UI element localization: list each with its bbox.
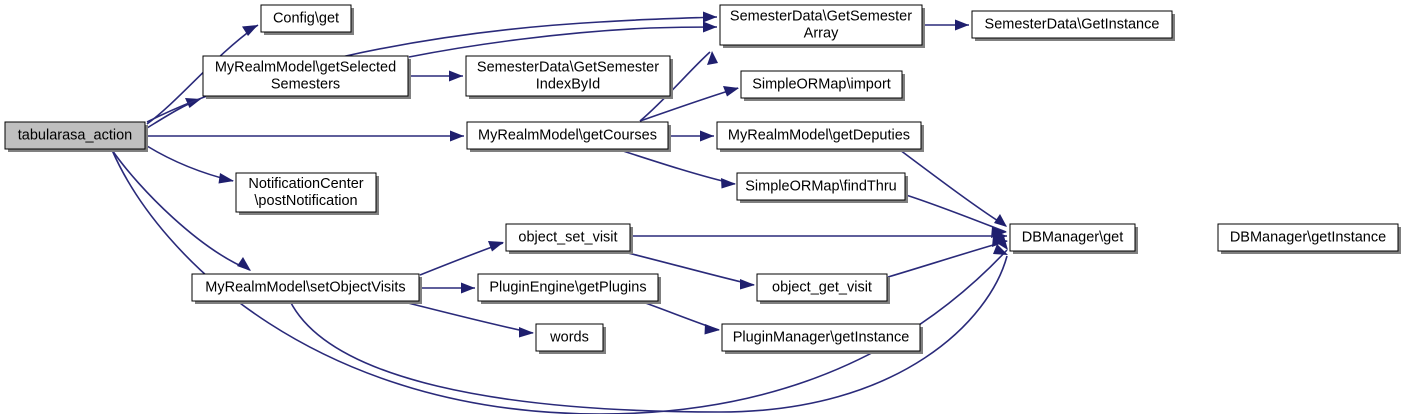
arrowhead-icon: [449, 70, 463, 82]
edge-setObjectVisits-to-dbmanager_get: [289, 244, 1008, 413]
arrowhead-icon: [994, 214, 1007, 227]
node-rect[interactable]: [202, 55, 409, 97]
edge-getCourses-to-getSemesterArray: [639, 51, 718, 122]
node-postNotification[interactable]: NotificationCenter\postNotification: [235, 172, 379, 215]
edge-tabularasa_action-to-postNotification: [146, 145, 234, 184]
node-object_set_visit[interactable]: object_set_visit: [505, 223, 633, 254]
edge-line: [146, 24, 259, 125]
edge-getCourses-to-simpleormap_import: [639, 86, 739, 122]
edge-getDeputies-to-dbmanager_get: [899, 149, 1007, 227]
node-rect[interactable]: [719, 4, 923, 46]
arrowhead-icon: [488, 241, 504, 252]
node-rect[interactable]: [721, 323, 921, 352]
edge-object_set_visit-to-dbmanager_get: [631, 230, 1007, 242]
edge-line: [408, 26, 718, 58]
node-rect[interactable]: [477, 273, 659, 302]
arrowhead-icon: [723, 86, 739, 97]
arrowhead-icon: [740, 279, 755, 290]
node-dbmanager_get[interactable]: DBManager\get: [1009, 223, 1138, 254]
node-rect[interactable]: [736, 172, 906, 201]
arrowhead-icon: [703, 11, 717, 23]
edge-getSemesterArray-to-semesterdata_getinstance: [923, 19, 969, 31]
edge-setObjectVisits-to-words: [399, 300, 534, 338]
node-object_get_visit[interactable]: object_get_visit: [756, 273, 890, 304]
edge-line: [887, 240, 1008, 278]
node-rect[interactable]: [756, 273, 888, 302]
arrowhead-icon: [703, 21, 717, 33]
node-setObjectVisits[interactable]: MyRealmModel\setObjectVisits: [191, 273, 422, 304]
node-rect[interactable]: [535, 323, 604, 352]
node-rect[interactable]: [191, 273, 420, 302]
edge-line: [289, 255, 1008, 413]
edge-line: [639, 51, 711, 122]
node-getPlugins[interactable]: PluginEngine\getPlugins: [477, 273, 661, 304]
node-rect[interactable]: [235, 172, 377, 213]
edge-line: [419, 242, 504, 276]
node-rect[interactable]: [505, 223, 631, 252]
arrowhead-icon: [707, 51, 718, 65]
edge-getSelectedSemesters-to-getSemesterIndexById: [409, 70, 463, 82]
node-getDeputies[interactable]: MyRealmModel\getDeputies: [716, 121, 924, 152]
arrowhead-icon: [218, 173, 234, 184]
node-pluginmanager_getinstance[interactable]: PluginManager\getInstance: [721, 323, 923, 354]
node-rect[interactable]: [1009, 223, 1136, 252]
edge-object_get_visit-to-dbmanager_get: [887, 236, 1008, 278]
edge-line: [905, 194, 1007, 233]
node-rect[interactable]: [260, 4, 352, 33]
edge-line: [619, 149, 736, 185]
arrowhead-icon: [237, 257, 251, 271]
edge-tabularasa_action-to-getSelectedSemesters: [146, 98, 201, 129]
edge-setObjectVisits-to-getPlugins: [420, 282, 475, 294]
edge-line: [399, 300, 534, 334]
arrowhead-icon: [700, 130, 714, 142]
node-simpleormap_import[interactable]: SimpleORMap\import: [740, 70, 905, 101]
node-dbmanager_getinstance[interactable]: DBManager\getInstance: [1217, 223, 1401, 254]
node-simpleormap_findthru[interactable]: SimpleORMap\findThru: [736, 172, 908, 203]
node-tabularasa_action[interactable]: tabularasa_action: [4, 121, 148, 152]
arrowhead-icon: [519, 327, 534, 338]
arrowhead-icon: [993, 244, 1008, 255]
node-rect[interactable]: [971, 10, 1173, 39]
edge-line: [111, 149, 251, 271]
arrowhead-icon: [955, 19, 969, 31]
edge-object_set_visit-to-object_get_visit: [619, 250, 755, 290]
edge-setObjectVisits-to-object_set_visit: [419, 241, 504, 276]
arrowhead-icon: [450, 130, 464, 142]
edge-getSelectedSemesters-to-getSemesterArray: [408, 21, 718, 58]
edge-getCourses-to-simpleormap_findthru: [619, 149, 736, 189]
node-rect[interactable]: [4, 121, 146, 150]
edge-tabularasa_action-to-config_get: [146, 24, 259, 125]
arrowhead-icon: [704, 324, 720, 335]
node-rect[interactable]: [466, 121, 669, 150]
node-semesterdata_getinstance[interactable]: SemesterData\GetInstance: [971, 10, 1175, 41]
node-rect[interactable]: [740, 70, 903, 99]
node-config_get[interactable]: Config\get: [260, 4, 354, 35]
edge-line: [899, 149, 1007, 227]
node-rect[interactable]: [1217, 223, 1399, 252]
edge-tabularasa_action-to-getCourses: [146, 130, 464, 142]
node-getCourses[interactable]: MyRealmModel\getCourses: [466, 121, 671, 152]
edge-getCourses-to-getDeputies: [669, 130, 714, 142]
nodes-layer: tabularasa_action Config\getMyRealmModel\…: [4, 4, 1401, 354]
arrowhead-icon: [721, 178, 736, 189]
arrowhead-icon: [461, 282, 475, 294]
node-rect[interactable]: [716, 121, 922, 150]
node-rect[interactable]: [465, 55, 671, 97]
edge-getPlugins-to-pluginmanager_getinstance: [639, 300, 720, 335]
node-words[interactable]: words: [535, 323, 606, 354]
arrowhead-icon: [992, 236, 1008, 247]
edge-tabularasa_action-to-setObjectVisits: [111, 149, 251, 271]
arrowhead-icon: [242, 25, 258, 36]
